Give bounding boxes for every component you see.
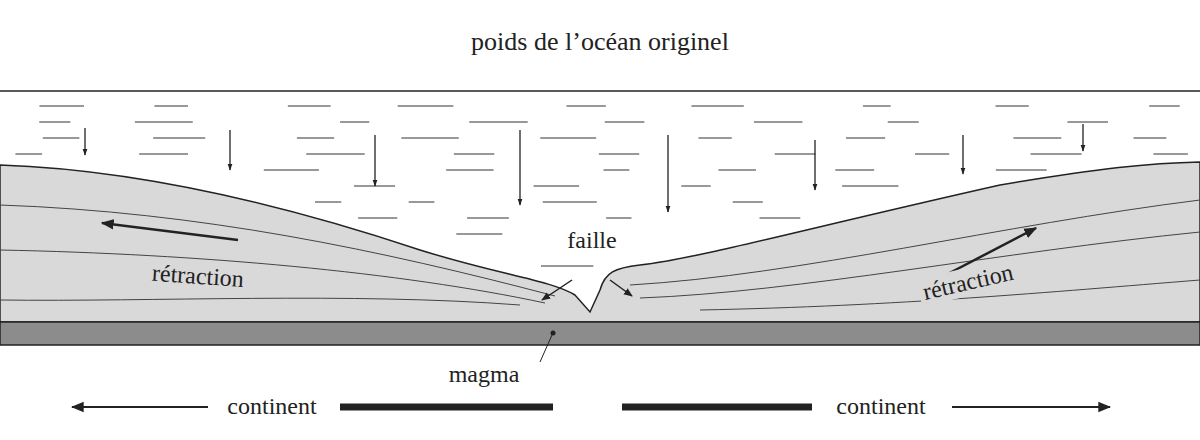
magma-label: magma: [445, 360, 524, 388]
continent-label: continent: [832, 392, 929, 420]
sediment-strata: [0, 200, 1200, 310]
weight-arrows: [85, 124, 1083, 212]
fault-label: faille: [563, 226, 620, 254]
diagram-title: poids de l’océan originel: [467, 27, 733, 58]
magma-leader: [540, 331, 556, 363]
continent-label: continent: [223, 392, 320, 420]
fault-arrows: [542, 280, 632, 300]
sediment-layer: [0, 162, 1200, 322]
ocean-top-line: [0, 90, 1200, 92]
magma-layer: [0, 322, 1200, 345]
